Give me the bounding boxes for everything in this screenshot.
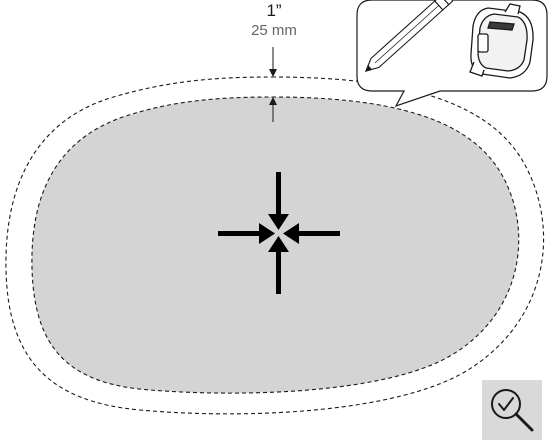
dimension-imperial-label: 1” xyxy=(266,1,282,20)
dimension-arrows xyxy=(269,47,277,122)
pencil-icon xyxy=(365,0,454,72)
center-crosshair xyxy=(218,172,340,294)
dimension-metric-label: 25 mm xyxy=(251,22,297,39)
tape-measure-icon xyxy=(469,3,534,79)
zoom-check-button[interactable] xyxy=(482,380,542,440)
outer-dashed-outline xyxy=(5,76,545,415)
magnifier-check-icon xyxy=(491,389,534,432)
